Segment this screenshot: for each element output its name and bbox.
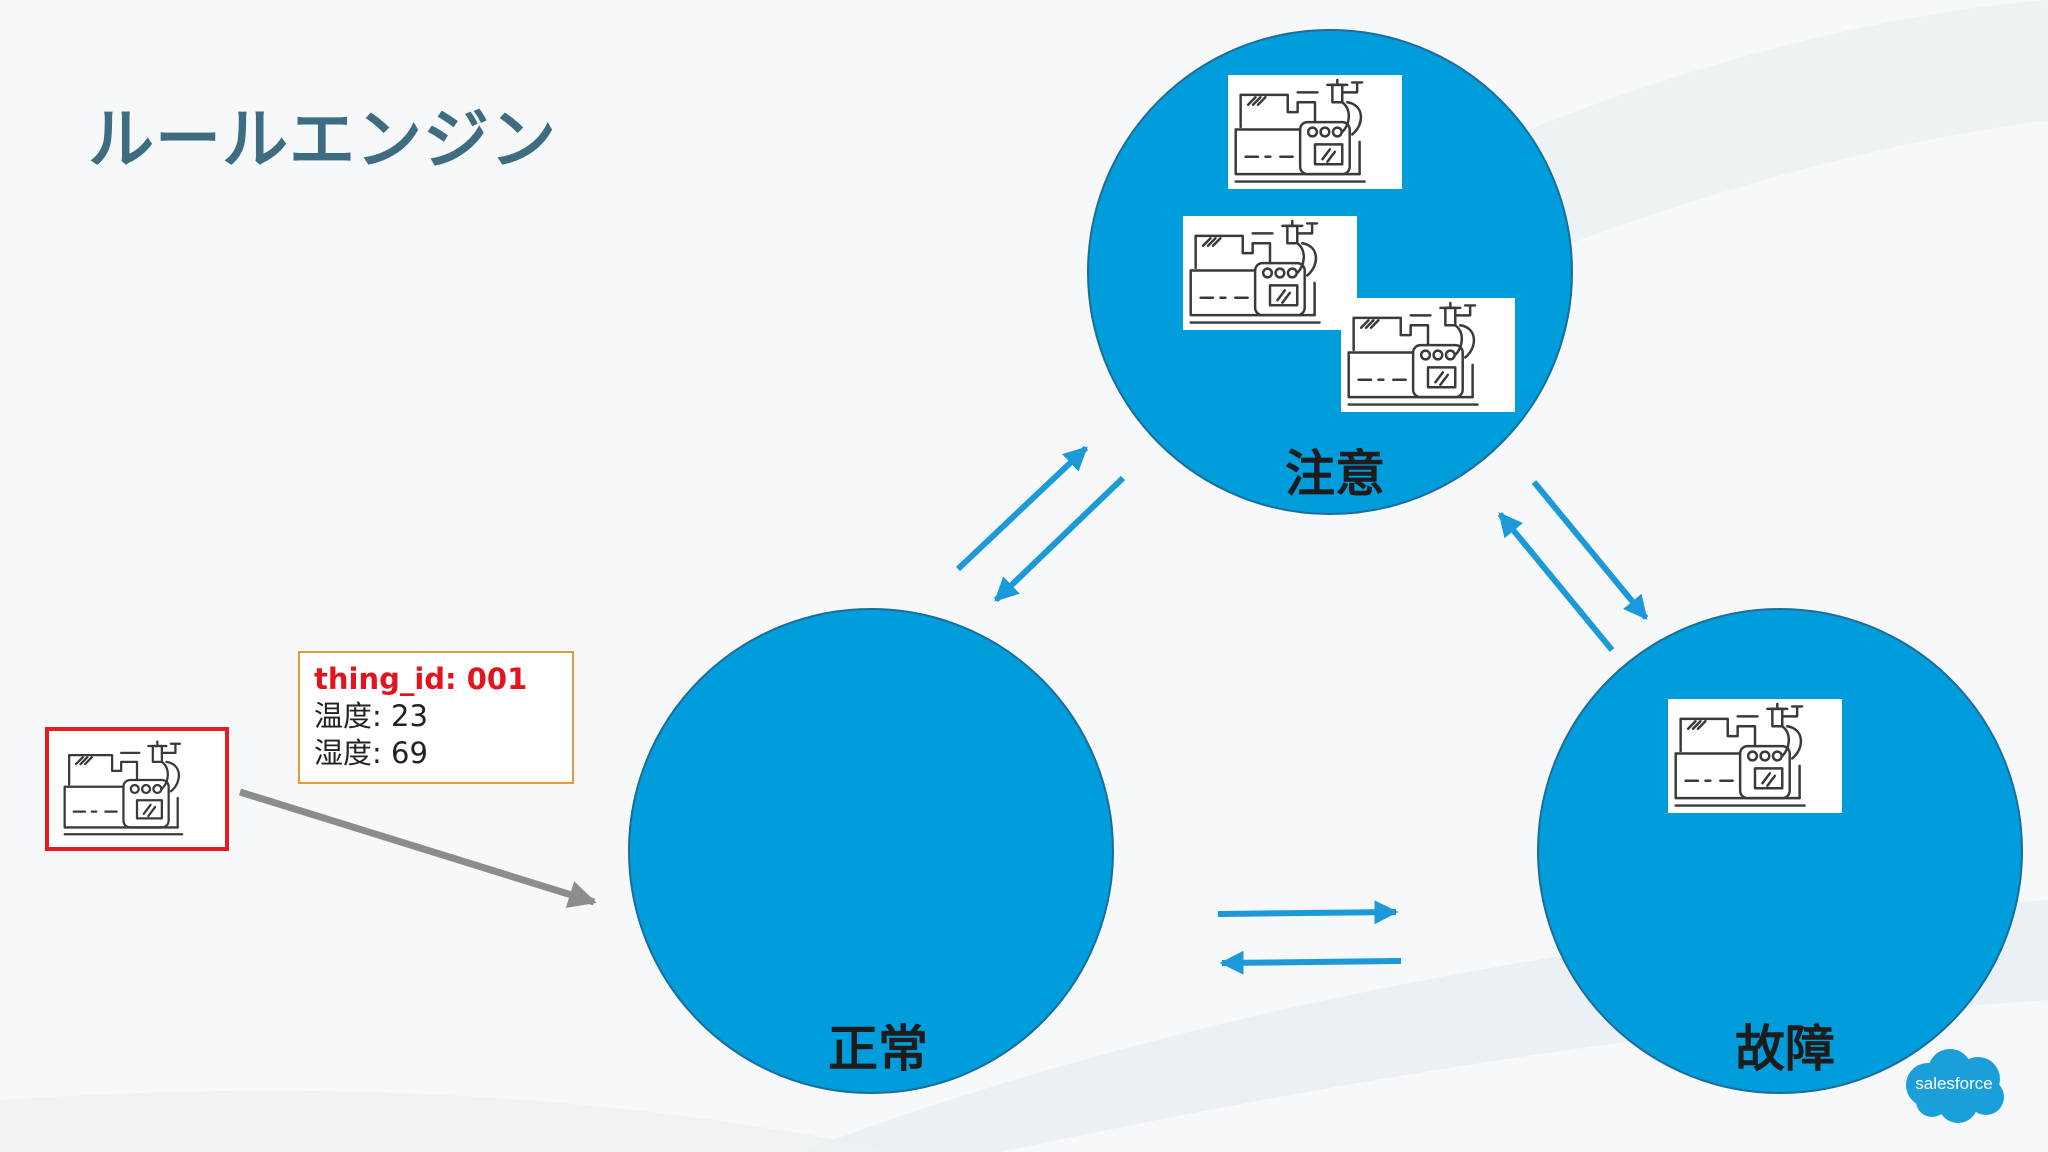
- salesforce-logo-text: salesforce: [1915, 1074, 1993, 1093]
- arrow-failure-to-normal: [1219, 950, 1402, 975]
- state-circle-normal: [628, 608, 1114, 1094]
- machine-icon: [1668, 699, 1842, 813]
- incoming-machine-icon: [45, 727, 229, 851]
- thing-id-label: thing_id: 001: [314, 662, 528, 696]
- machine-icon: [1228, 75, 1402, 189]
- state-label-failure: 故障: [1735, 1020, 1835, 1078]
- humidity-reading: 湿度: 69: [314, 736, 428, 770]
- arrow-caution-to-failure: [1531, 480, 1649, 620]
- state-label-caution: 注意: [1285, 445, 1385, 503]
- machine-icon: [1183, 216, 1357, 330]
- arrow-caution-to-normal: [993, 475, 1126, 603]
- state-circle-failure: [1537, 608, 2023, 1094]
- state-label-normal: 正常: [828, 1020, 928, 1078]
- arrow-normal-to-caution: [955, 445, 1089, 572]
- arrow-incoming-to-normal: [238, 788, 597, 908]
- salesforce-logo: salesforce: [1898, 1045, 2010, 1125]
- machine-icon: [1341, 298, 1515, 412]
- arrow-failure-to-caution: [1497, 512, 1615, 652]
- arrow-normal-to-failure: [1217, 900, 1399, 925]
- temperature-reading: 温度: 23: [314, 699, 428, 733]
- slide-title: ルールエンジン: [88, 101, 557, 178]
- incoming-data-card: thing_id: 001 温度: 23 湿度: 69: [298, 651, 574, 784]
